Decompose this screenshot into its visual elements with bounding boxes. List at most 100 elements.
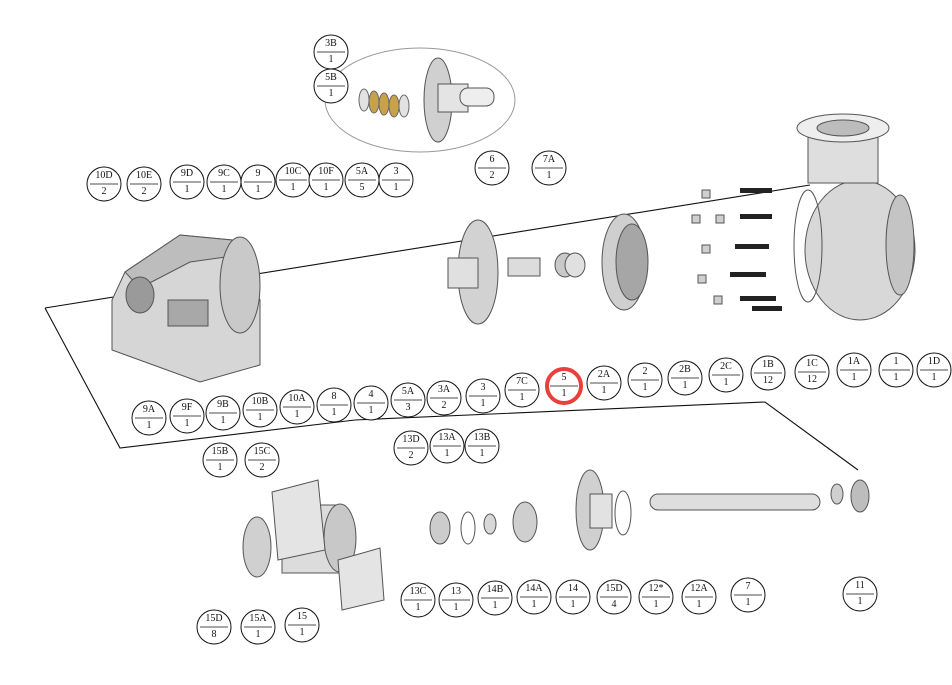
callout-ring (400, 582, 436, 618)
callout-ring (353, 385, 389, 421)
callout-ring (842, 576, 878, 612)
callout-code: 15 (297, 611, 307, 622)
callout-qty: 1 (745, 597, 751, 608)
seal-chamber (447, 219, 586, 325)
callout-code: 7A (542, 154, 556, 165)
callout-code: 10D (95, 170, 113, 181)
callout-qty: 2 (259, 462, 265, 473)
callout-code: 6 (489, 154, 495, 165)
callout-ring (465, 378, 501, 414)
callout-qty: 1 (294, 409, 300, 420)
callout-qty: 12 (763, 375, 773, 386)
callout-qty: 1 (453, 602, 459, 613)
callout-code: 13C (409, 586, 427, 597)
callout-code: 13D (402, 434, 420, 445)
callout-code: 5A (355, 166, 369, 177)
callout-qty: 1 (257, 412, 263, 423)
callout-code: 9B (217, 399, 229, 410)
callout-qty: 1 (851, 372, 857, 383)
callout-ring (426, 380, 462, 416)
callout-code: 15C (253, 446, 271, 457)
callout-code: 10C (284, 166, 302, 177)
callout-ring (393, 430, 429, 466)
callout-ring (196, 609, 232, 645)
callout-ring (916, 352, 952, 388)
callout-code: 5B (325, 72, 337, 83)
callout-code: 3 (393, 166, 399, 177)
callout-ring (429, 428, 465, 464)
callout-qty: 8 (211, 629, 217, 640)
callout-code: 15D (605, 583, 623, 594)
callout-qty: 1 (393, 182, 399, 193)
callout-code: 15D (205, 613, 223, 624)
callout-qty: 1 (480, 398, 486, 409)
callout-qty: 1 (255, 184, 261, 195)
nuts (691, 189, 725, 305)
callout-ring (86, 166, 122, 202)
callout-ring (313, 68, 349, 104)
callout-qty: 1 (184, 418, 190, 429)
callout-qty: 1 (323, 182, 329, 193)
callout-qty: 1 (220, 415, 226, 426)
callout-code: 4 (368, 389, 374, 400)
callout-code: 1B (762, 359, 774, 370)
callout-qty: 1 (546, 170, 552, 181)
callout-ring (586, 365, 622, 401)
callout-code: 1A (847, 356, 861, 367)
callout-qty: 1 (601, 385, 607, 396)
callout-code: 1 (893, 356, 899, 367)
callout-ring (638, 579, 674, 615)
callout-ring (202, 442, 238, 478)
impeller (601, 213, 649, 311)
callout-code: 2 (642, 366, 648, 377)
callout-ring (750, 355, 786, 391)
callout-qty: 2 (141, 186, 147, 197)
callout-qty: 1 (531, 599, 537, 610)
callout-ring (378, 162, 414, 198)
callout-ring (477, 580, 513, 616)
callout-code: 5 (561, 372, 567, 383)
callout-ring (316, 387, 352, 423)
callout-code: 14 (568, 583, 578, 594)
volute-casing (793, 113, 916, 321)
callout-ring (555, 579, 591, 615)
callout-qty: 4 (611, 599, 617, 610)
callout-ring (836, 352, 872, 388)
callout-ring (531, 150, 567, 186)
callout-code: 10B (251, 396, 269, 407)
callout-code: 13 (451, 586, 461, 597)
callout-qty: 1 (255, 629, 261, 640)
callout-qty: 1 (328, 54, 334, 65)
callout-code: 10F (318, 166, 334, 177)
callout-ring (279, 389, 315, 425)
callout-qty: 3 (405, 402, 411, 413)
callout-ring (242, 392, 278, 428)
callout-ring (240, 164, 276, 200)
